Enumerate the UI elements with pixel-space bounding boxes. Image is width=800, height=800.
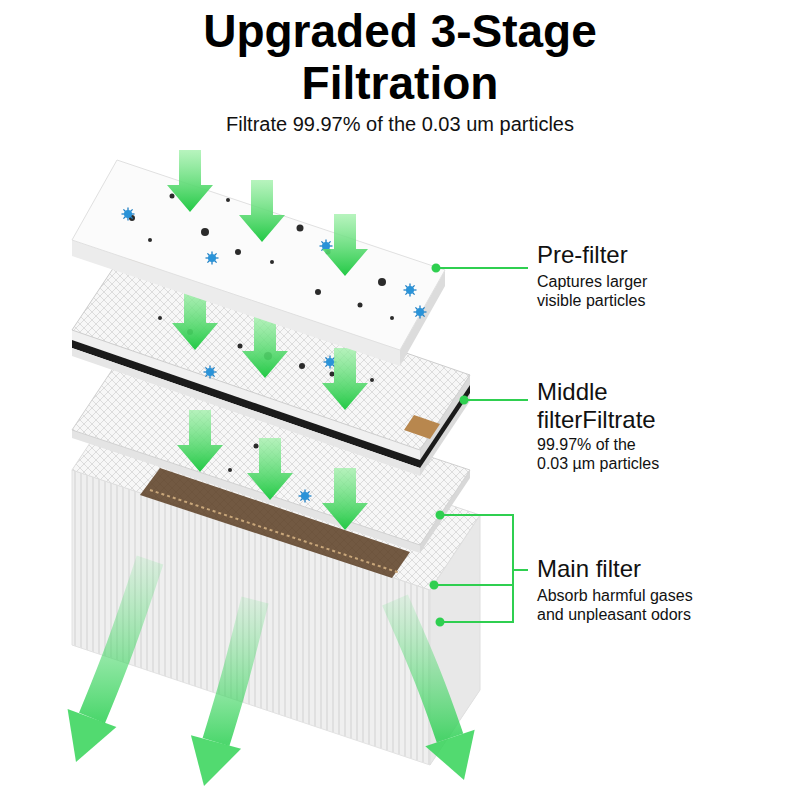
- leader-bracket: [440, 515, 513, 622]
- label-anchor: Middle filterFiltrate: [537, 378, 727, 435]
- germ-body: [206, 368, 214, 376]
- pre-filter-pad: [72, 160, 445, 366]
- germ-body: [301, 492, 309, 500]
- airflow-arrow: [177, 410, 223, 472]
- part-name: Main filter: [537, 555, 757, 583]
- outflow-arrowhead: [191, 735, 241, 786]
- germ-particle: [122, 208, 135, 221]
- leader-line: [436, 267, 528, 269]
- airflow-arrow: [322, 214, 368, 276]
- dust-particle: [226, 198, 230, 202]
- germ-body: [406, 286, 414, 294]
- airflow-arrow: [322, 348, 368, 410]
- dust-particle: [370, 378, 374, 382]
- germ-body: [322, 242, 330, 250]
- dust-particle: [235, 249, 241, 255]
- part-description: Captures larger visible particles: [537, 273, 677, 311]
- pad-top: [72, 160, 445, 350]
- dust-particle: [390, 316, 394, 320]
- germ-particle: [414, 306, 427, 319]
- dust-particle: [315, 289, 321, 295]
- subtitle: Filtrate 99.97% of the 0.03 um particles: [100, 113, 700, 137]
- dust-particle: [297, 225, 304, 232]
- dust-particle: [148, 238, 152, 242]
- dust-particle: [270, 260, 274, 264]
- part-description: 99.97% of the 0.03 µm particles: [537, 436, 669, 474]
- airflow-arrow: [247, 438, 293, 500]
- label-anchor: Captures larger visible particles: [537, 273, 677, 311]
- germ-body: [416, 308, 424, 316]
- outflow-arrow: [395, 600, 450, 738]
- part-name: Pre-filter: [537, 241, 757, 269]
- leader-line: [513, 569, 528, 571]
- title: Upgraded 3-Stage Filtration: [140, 6, 660, 109]
- germ-body: [124, 210, 132, 218]
- dust-particle: [378, 278, 386, 286]
- label-anchor: Filtrate 99.97% of the 0.03 um particles: [100, 113, 700, 137]
- part-description: Absorb harmful gases and unpleasant odor…: [537, 587, 717, 625]
- outflow-arrowhead: [68, 709, 117, 762]
- dust-particle: [330, 372, 335, 377]
- germ-particle: [206, 252, 219, 265]
- label-anchor: Main filter: [537, 555, 757, 583]
- label-anchor: 99.97% of the 0.03 µm particles: [537, 436, 669, 474]
- airflow-arrow: [322, 468, 368, 530]
- outflow-arrow: [92, 560, 150, 718]
- outflow-arrowhead: [425, 730, 474, 780]
- germ-body: [208, 254, 216, 262]
- airflow-arrow: [239, 180, 285, 242]
- label-anchor: Pre-filter: [537, 241, 757, 269]
- airflow-arrow: [167, 150, 213, 212]
- dust-particle: [201, 228, 209, 236]
- germ-particle: [299, 490, 312, 503]
- dust-particle: [228, 468, 232, 472]
- dust-particle: [170, 194, 175, 199]
- germ-particle: [204, 366, 217, 379]
- leader-line: [464, 399, 528, 401]
- label-anchor: Absorb harmful gases and unpleasant odor…: [537, 587, 717, 625]
- tape-tab: [404, 415, 440, 439]
- dust-particle: [299, 363, 305, 369]
- germ-particle: [404, 284, 417, 297]
- dust-particle: [254, 444, 259, 449]
- title-anchor: Upgraded 3-Stage Filtration: [140, 6, 660, 109]
- outflow-arrow: [216, 600, 255, 742]
- part-name: Middle filterFiltrate: [537, 378, 727, 435]
- dust-particle: [358, 303, 363, 308]
- leader-line: [434, 584, 513, 586]
- dust-particle: [238, 344, 243, 349]
- leader-lines: [431, 265, 529, 626]
- dust-particle: [158, 316, 162, 320]
- germ-body: [326, 358, 334, 366]
